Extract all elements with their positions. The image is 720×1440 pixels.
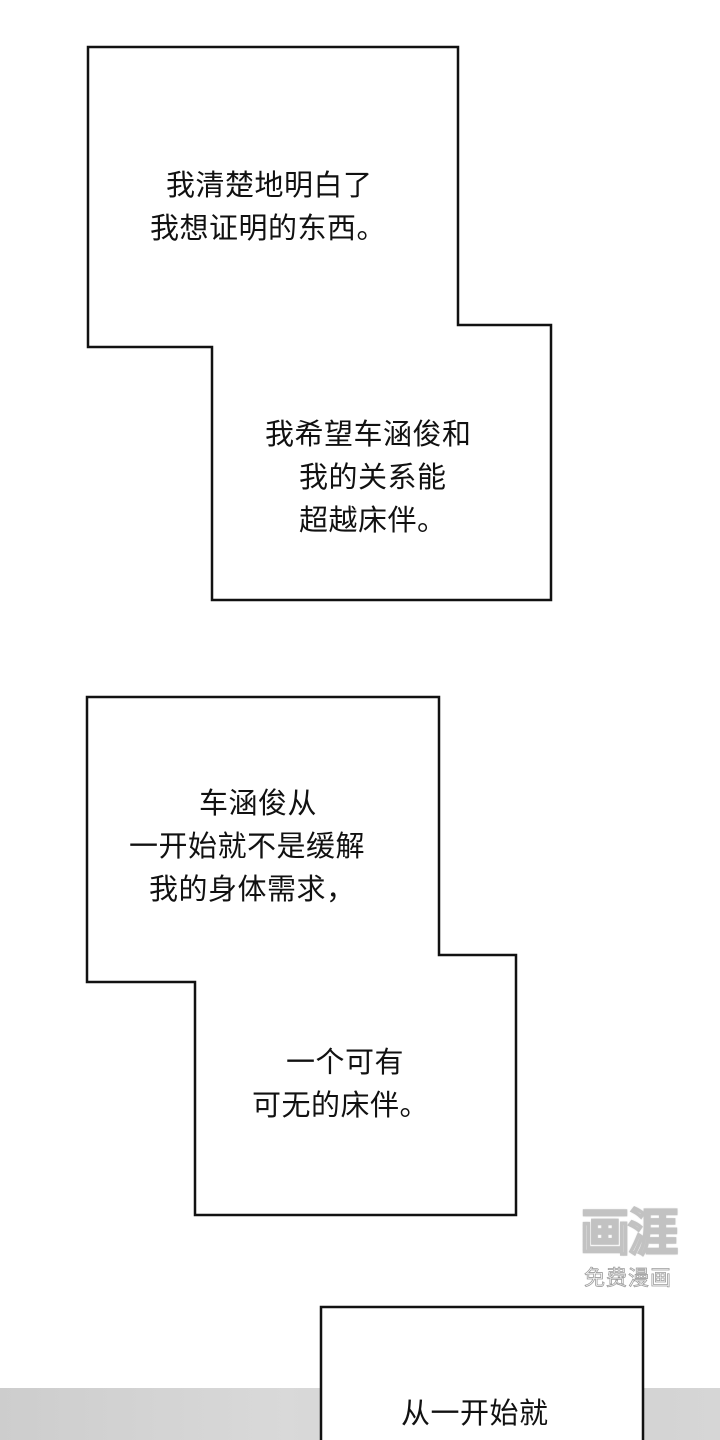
caption-line: 一开始就不是缓解 xyxy=(129,829,366,863)
caption-line: 我的关系能 xyxy=(299,460,447,494)
speech-box-middle xyxy=(85,695,518,1217)
watermark-logo: 画涯 xyxy=(579,1203,679,1263)
caption-line: 我想证明的东西。 xyxy=(150,211,387,245)
caption-line: 车涵俊从 xyxy=(199,786,318,820)
speech-box-bottom xyxy=(319,1305,645,1440)
caption-line: 从一开始就 xyxy=(401,1396,549,1430)
caption-line: 可无的床伴。 xyxy=(252,1088,430,1122)
caption-line: 我的身体需求， xyxy=(149,872,356,906)
caption-line: 我清楚地明白了 xyxy=(166,168,373,202)
caption-line: 一个可有 xyxy=(286,1045,405,1079)
speech-box-top xyxy=(86,45,553,602)
caption-line: 我希望车涵俊和 xyxy=(265,417,472,451)
caption-box-3: 车涵俊从 一开始就不是缓解 我的身体需求， xyxy=(129,782,365,911)
watermark-text: 免费漫画 xyxy=(584,1266,672,1291)
caption-box-4: 一个可有 可无的床伴。 xyxy=(252,1041,429,1127)
watermark: 画涯 免费漫画 xyxy=(566,1198,690,1294)
caption-box-5: 从一开始就 xyxy=(401,1392,549,1435)
caption-line: 超越床伴。 xyxy=(299,503,447,537)
caption-box-1: 我清楚地明白了 我想证明的东西。 xyxy=(150,164,386,250)
caption-box-2: 我希望车涵俊和 我的关系能 超越床伴。 xyxy=(265,413,472,542)
